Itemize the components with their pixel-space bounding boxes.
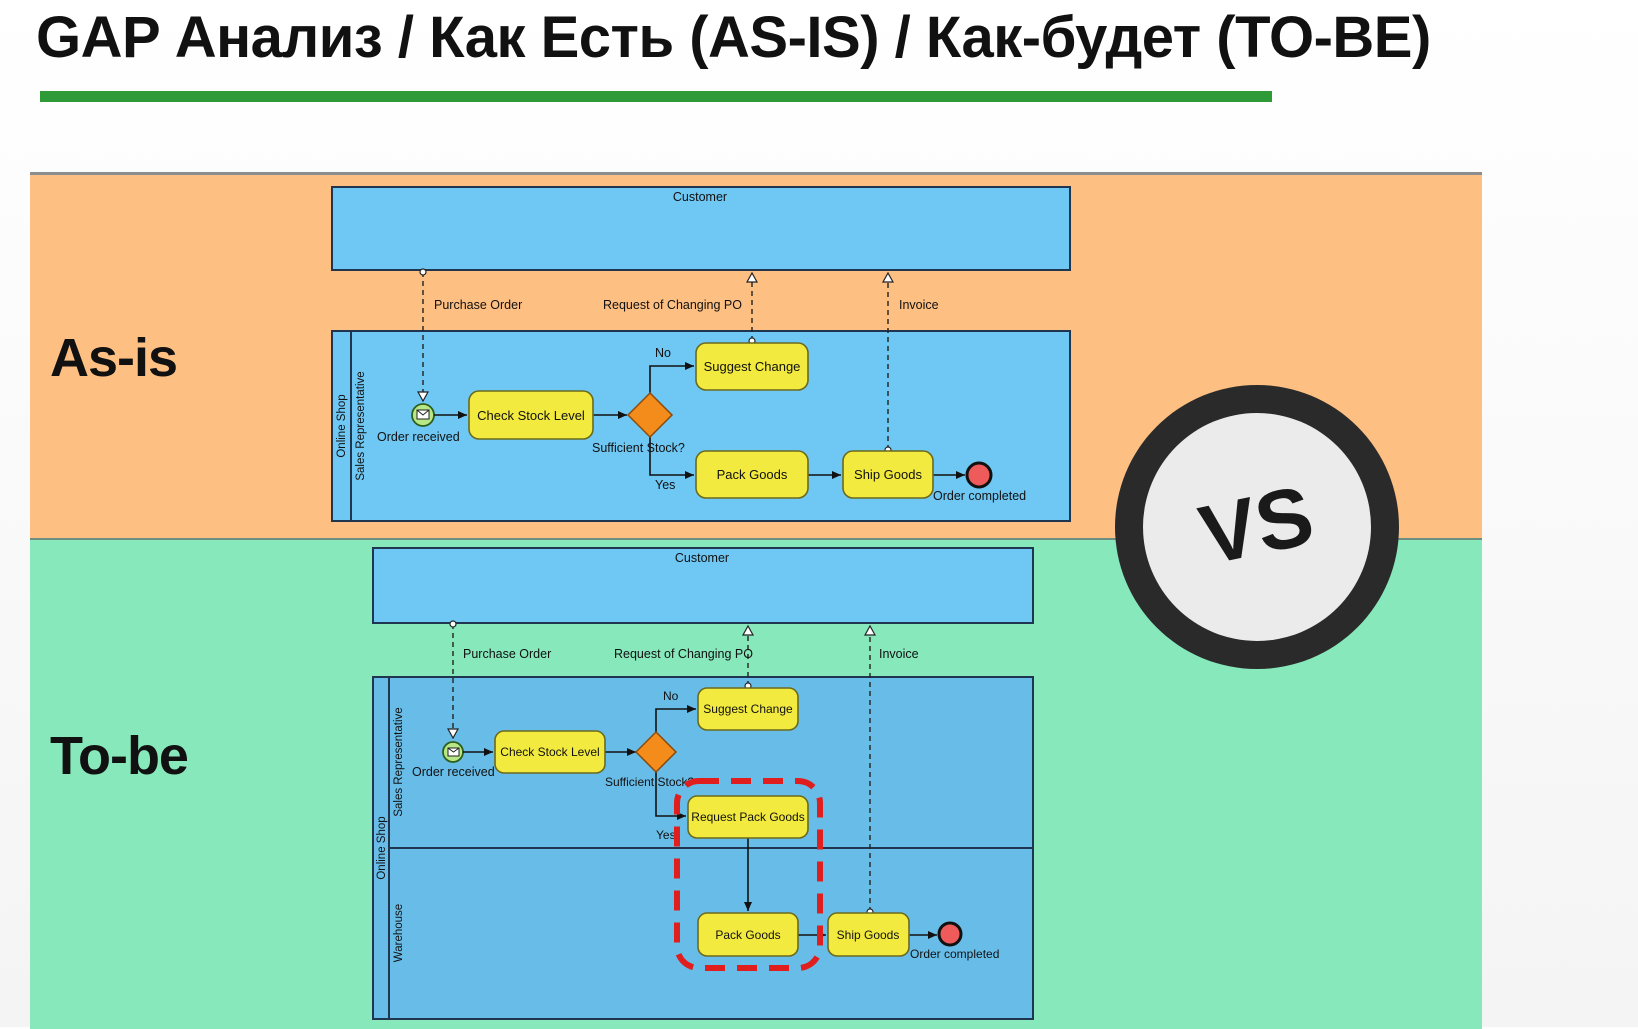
as-is-gateway [626, 391, 674, 439]
as-is-task-check-stock [468, 390, 594, 440]
svg-text:Check Stock Level: Check Stock Level [477, 408, 585, 423]
as-is-gateway-label: Sufficient Stock? [592, 441, 685, 455]
svg-text:Check Stock Level: Check Stock Level [500, 745, 599, 759]
title-underline [40, 91, 1272, 102]
to-be-customer-pool-title: Customer [675, 551, 729, 565]
slide-title: GAP Анализ / Как Есть (AS-IS) / Как-буде… [36, 5, 1431, 70]
as-is-start-label: Order received [377, 430, 460, 444]
to-be-task-pack-goods [697, 912, 799, 957]
svg-text:Pack Goods: Pack Goods [717, 467, 788, 482]
as-is-request-change-label: Request of Changing PO [603, 298, 742, 312]
to-be-task-request-pack-goods [687, 795, 809, 839]
to-be-request-change-label: Request of Changing PO [614, 647, 753, 661]
svg-text:Suggest Change: Suggest Change [704, 359, 801, 374]
as-is-task-suggest-change [695, 342, 809, 391]
svg-text:Suggest Change: Suggest Change [703, 702, 793, 716]
to-be-purchase-order-label: Purchase Order [463, 647, 551, 661]
vs-icon: VS [1115, 385, 1399, 669]
as-is-customer-pool-title: Customer [673, 190, 727, 204]
to-be-task-ship-goods [827, 912, 910, 957]
as-is-purchase-order-label: Purchase Order [434, 298, 522, 312]
to-be-end-event [937, 921, 963, 947]
to-be-branch-no: No [663, 689, 679, 703]
to-be-label: To-be [50, 726, 189, 786]
as-is-pool-label: Online Shop [336, 394, 348, 457]
to-be-diagram: Customer Online Shop Sales Representativ… [372, 547, 1034, 1020]
as-is-label: As-is [50, 328, 178, 388]
to-be-task-check-stock [494, 730, 606, 774]
to-be-lane-warehouse-label: Warehouse [393, 904, 405, 962]
svg-text:Request Pack Goods: Request Pack Goods [691, 810, 804, 824]
to-be-gateway [634, 730, 678, 774]
gap-highlight [674, 778, 823, 971]
as-is-end-event [965, 461, 993, 489]
as-is-end-label: Order completed [933, 489, 1026, 503]
as-is-lane-label: Sales Representative [355, 371, 367, 480]
as-is-branch-yes: Yes [655, 478, 675, 492]
as-is-invoice-label: Invoice [899, 298, 939, 312]
as-is-branch-no: No [655, 346, 671, 360]
to-be-end-label: Order completed [910, 947, 999, 961]
vs-label: VS [1192, 467, 1321, 582]
to-be-start-label: Order received [412, 765, 495, 779]
as-is-customer-pool [331, 186, 1071, 271]
to-be-lane-sales-label: Sales Representative [393, 707, 405, 816]
svg-text:Ship Goods: Ship Goods [837, 928, 900, 942]
to-be-gateway-label: Sufficient Stock? [605, 775, 694, 789]
to-be-task-suggest-change [697, 687, 799, 731]
svg-text:Pack Goods: Pack Goods [715, 928, 780, 942]
svg-text:Ship Goods: Ship Goods [854, 467, 922, 482]
to-be-branch-yes: Yes [656, 828, 676, 842]
vs-badge: VS [1108, 372, 1406, 682]
to-be-pool-label: Online Shop [376, 816, 388, 879]
as-is-task-ship-goods [842, 450, 934, 499]
as-is-task-pack-goods [695, 450, 809, 499]
to-be-invoice-label: Invoice [879, 647, 919, 661]
as-is-diagram: Customer Online Shop Sales Representativ… [331, 186, 1071, 522]
to-be-customer-pool [372, 547, 1034, 624]
